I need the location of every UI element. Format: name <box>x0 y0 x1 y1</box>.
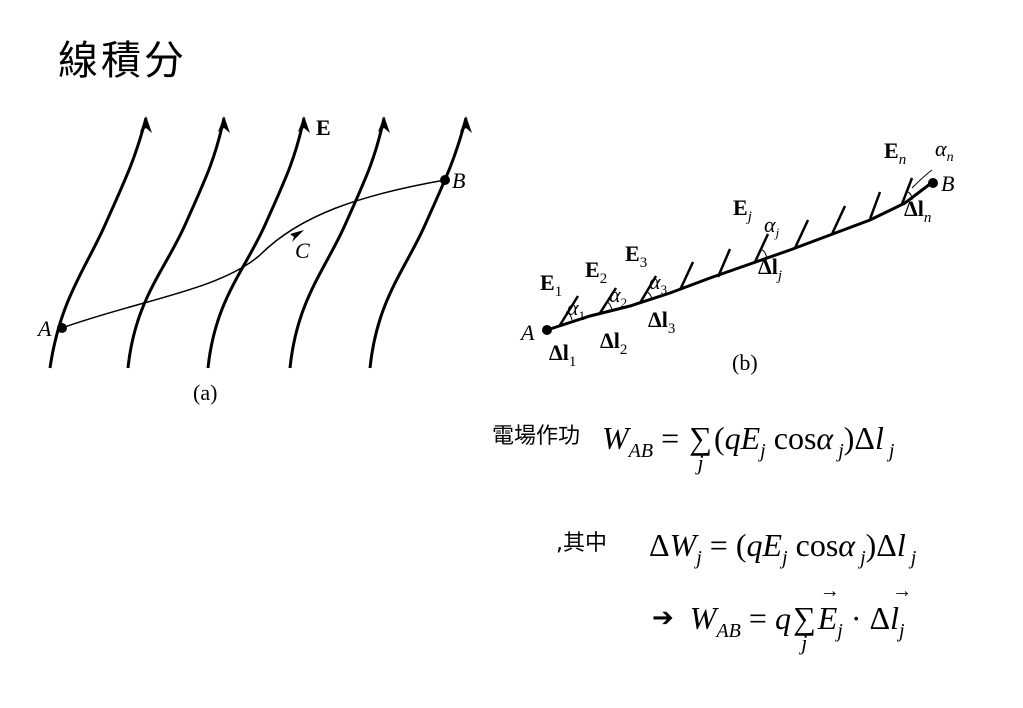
label-dl1: Δl1 <box>549 340 576 370</box>
point-B-dot <box>928 178 938 188</box>
caption-a: (a) <box>193 380 217 405</box>
path-arrowhead-icon <box>290 230 304 242</box>
label-dl2: Δl2 <box>600 328 627 358</box>
label-C: C <box>295 238 310 263</box>
label-B-b: B <box>941 171 954 196</box>
field-arrowheads-a <box>57 116 472 333</box>
segment-vectors <box>558 177 914 326</box>
label-alphan: αn <box>935 136 954 165</box>
label-E3: E3 <box>625 241 647 271</box>
label-E1: E1 <box>540 270 562 300</box>
label-dl3: Δl3 <box>648 307 675 337</box>
label-E: E <box>316 115 331 140</box>
label-A-b: A <box>519 320 535 345</box>
label-where: ,其中 <box>556 531 607 556</box>
label-A: A <box>36 316 52 341</box>
page-title: 線積分 <box>58 38 187 84</box>
field-line-5 <box>368 117 468 369</box>
figure-a <box>48 117 468 369</box>
path-segments <box>546 182 931 332</box>
equation-dw: ,其中 ΔWj = (qEj cosα j)Δl j <box>556 527 917 569</box>
label-En: En <box>884 138 906 168</box>
caption-b: (b) <box>732 350 758 375</box>
implies-arrow-icon: ➔ <box>652 603 674 633</box>
field-line-4 <box>288 117 386 369</box>
angle-arcs <box>565 191 913 321</box>
point-B-dot <box>440 175 450 185</box>
arrowhead-icon <box>298 116 310 133</box>
label-E2: E2 <box>585 257 607 287</box>
label-field-work: 電場作功 <box>492 424 581 449</box>
point-A-dot <box>542 325 552 335</box>
label-alpha3: α3 <box>649 269 667 297</box>
field-line-3 <box>206 117 306 369</box>
label-alpha2: α2 <box>609 282 627 310</box>
label-dlj: Δlj <box>758 254 782 284</box>
label-alphaj: αj <box>764 212 780 240</box>
alpha-n-pointer <box>911 169 933 189</box>
equation-vector: ➔ WAB = q∑jEj · Δlj <box>652 580 912 655</box>
arrowhead-icon <box>460 116 472 133</box>
figure-b <box>542 169 938 335</box>
label-alpha1: α1 <box>567 295 585 323</box>
path-AB <box>61 179 446 329</box>
label-Ej: Ej <box>733 195 752 225</box>
equation-work: 電場作功 WAB = ∑j(qEj cosα j)Δl j <box>492 420 895 475</box>
field-line-1 <box>48 117 148 369</box>
label-B: B <box>452 168 465 193</box>
arrowhead-icon <box>140 116 152 133</box>
arrowhead-icon <box>218 116 230 133</box>
field-line-2 <box>126 117 226 369</box>
label-dln: Δln <box>904 196 931 226</box>
arrowhead-icon <box>378 116 390 133</box>
point-A-dot <box>57 323 67 333</box>
